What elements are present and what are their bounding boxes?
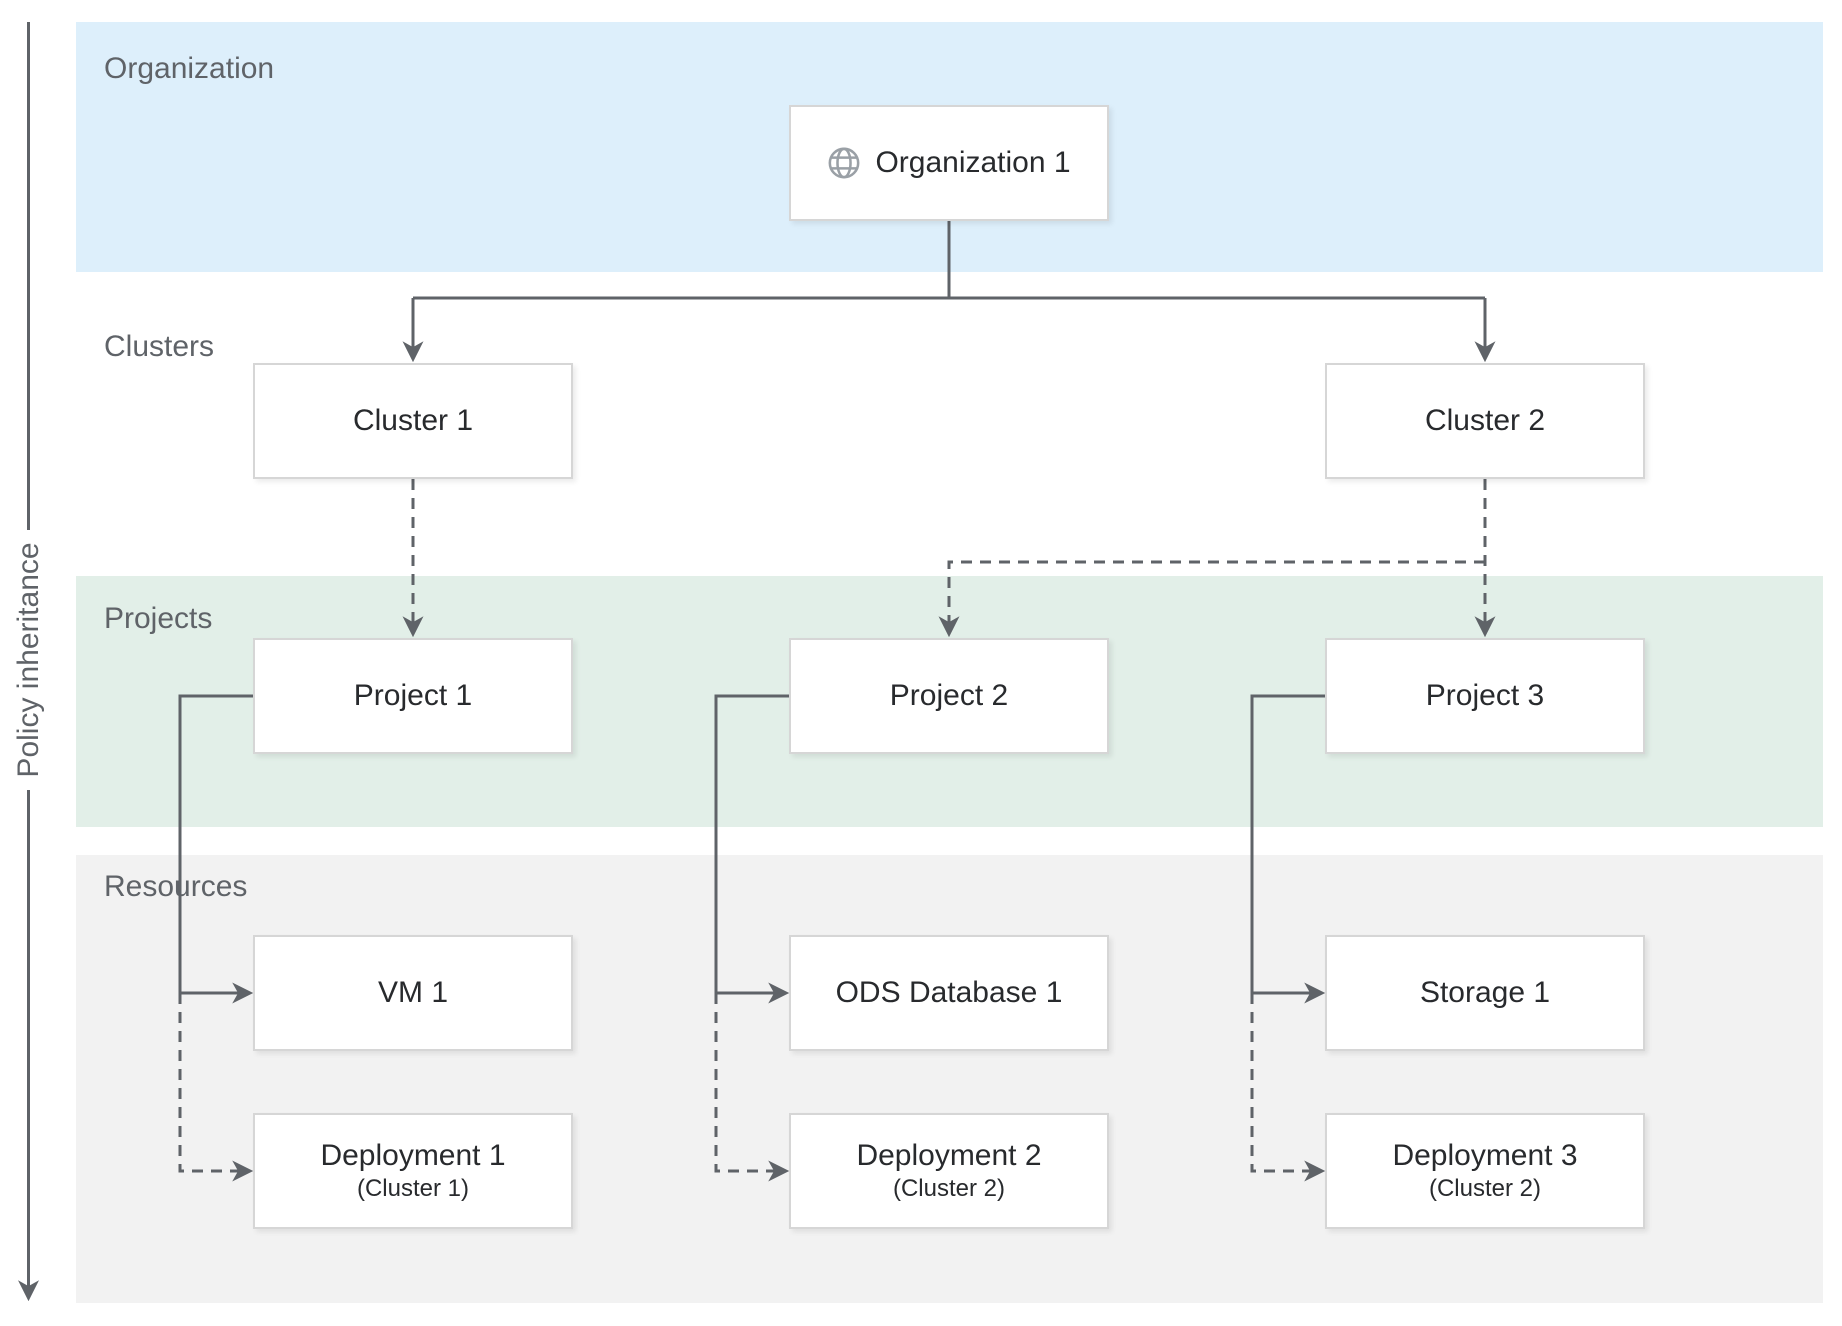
node-label: Cluster 2: [1424, 404, 1546, 437]
node-label: Organization 1: [875, 146, 1071, 179]
edge-project3-to-deployment3: [1250, 993, 1326, 1182]
node-label: Project 1: [353, 679, 473, 712]
globe-icon: [827, 146, 861, 180]
node-organization-1: Organization 1: [789, 105, 1109, 221]
clusters-band-label: Clusters: [104, 330, 215, 363]
node-label: VM 1: [377, 976, 449, 1009]
node-label: ODS Database 1: [835, 976, 1063, 1009]
node-deployment-1: Deployment 1 (Cluster 1): [253, 1113, 573, 1229]
edge-project2-to-odsdatabase1: [714, 694, 790, 1004]
node-label: Project 3: [1425, 679, 1545, 712]
node-label: Deployment 2: [856, 1139, 1042, 1172]
edge-cluster2-to-project2: [938, 560, 1485, 638]
node-ods-database-1: ODS Database 1: [789, 935, 1109, 1051]
edge-project1-to-deployment1: [178, 993, 254, 1182]
projects-band-label: Projects: [104, 602, 213, 635]
node-project-1: Project 1: [253, 638, 573, 754]
policy-inheritance-label: Policy inheritance: [12, 542, 45, 778]
node-deployment-2: Deployment 2 (Cluster 2): [789, 1113, 1109, 1229]
node-project-3: Project 3: [1325, 638, 1645, 754]
node-vm-1: VM 1: [253, 935, 573, 1051]
node-cluster-1: Cluster 1: [253, 363, 573, 479]
node-label: Storage 1: [1419, 976, 1551, 1009]
node-label: Project 2: [889, 679, 1009, 712]
resources-band: [76, 855, 1823, 1303]
node-sublabel: (Cluster 2): [1428, 1175, 1542, 1202]
node-cluster-2: Cluster 2: [1325, 363, 1645, 479]
edge-project2-to-deployment2: [714, 993, 790, 1182]
node-sublabel: (Cluster 2): [892, 1175, 1006, 1202]
edge-project3-to-storage1: [1250, 694, 1326, 1004]
node-label: Deployment 3: [1392, 1139, 1578, 1172]
node-label: Cluster 1: [352, 404, 474, 437]
edge-project1-to-vm1: [178, 694, 254, 1004]
node-deployment-3: Deployment 3 (Cluster 2): [1325, 1113, 1645, 1229]
node-storage-1: Storage 1: [1325, 935, 1645, 1051]
node-label: Deployment 1: [320, 1139, 506, 1172]
resources-band-label: Resources: [104, 870, 248, 903]
node-project-2: Project 2: [789, 638, 1109, 754]
organization-band-label: Organization: [104, 52, 275, 85]
node-sublabel: (Cluster 1): [356, 1175, 470, 1202]
